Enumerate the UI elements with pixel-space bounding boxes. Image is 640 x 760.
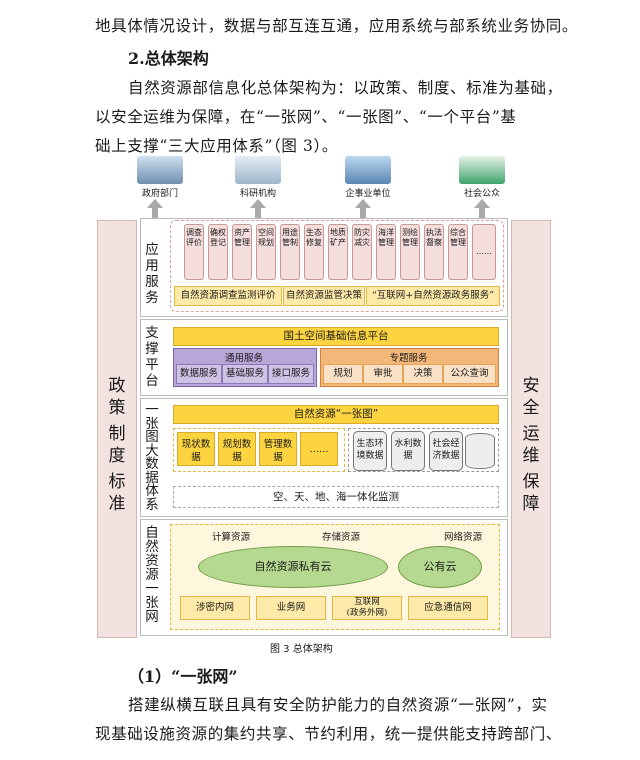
special-service: 决策 (403, 364, 443, 384)
app-tile: 资产管理 (232, 224, 252, 280)
paragraph-line: 础上支撑“三大应用体系”（图 3）。 (95, 137, 338, 155)
pillar-char: 策 (108, 398, 126, 418)
pillar-char: 准 (108, 494, 126, 514)
network-tile: 互联网 (政务外网) (332, 596, 402, 620)
paragraph-line: 搭建纵横互联且具有安全防护能力的自然资源“一张网”，实 (128, 696, 548, 714)
app-tile: 确权登记 (208, 224, 228, 280)
pillar-char: 标 (108, 472, 126, 492)
data-tile: 管理数据 (259, 432, 297, 466)
app-tile: 调查评价 (184, 224, 204, 280)
app-tile: 测绘管理 (400, 224, 420, 280)
network-tile: 业务网 (256, 596, 326, 620)
app-tile: …… (472, 224, 496, 280)
user-enterprise: 企事业单位 (323, 156, 413, 199)
external-data-tile: 水利数据 (391, 431, 425, 471)
app-tile: 地质矿产 (328, 224, 348, 280)
general-services-title: 通用服务 (224, 353, 263, 364)
policy-standards-pillar: 政 策 制 度 标 准 (97, 220, 137, 638)
section-heading: 2.总体架构 (128, 49, 209, 68)
system-bar: 自然资源调查监测评价 (174, 286, 282, 306)
private-cloud-icon: 自然资源私有云 (198, 546, 388, 588)
user-public: 社会公众 (437, 156, 527, 199)
user-label: 社会公众 (463, 189, 500, 199)
office-building-icon (345, 156, 391, 184)
crowd-icon (459, 156, 505, 184)
paragraph-line: 自然资源部信息化总体架构为：以政策、制度、标准为基础， (128, 79, 563, 97)
government-building-icon (137, 156, 183, 184)
platform-title: 国土空间基础信息平台 (173, 327, 499, 346)
data-tile: 现状数据 (177, 432, 215, 466)
data-tile: 规划数据 (218, 432, 256, 466)
resource-label: 网络资源 (444, 532, 483, 543)
app-tile: 空间规划 (256, 224, 276, 280)
app-tile: 执法督察 (424, 224, 444, 280)
scientist-icon (235, 156, 281, 184)
core-data-group (173, 428, 345, 472)
user-research: 科研机构 (213, 156, 303, 199)
resource-label: 存储资源 (322, 532, 361, 543)
user-label: 政府部门 (141, 189, 178, 199)
paragraph-line: 现基础设施资源的集约共享、节约利用，统一提供能支持跨部门、 (95, 725, 562, 743)
pillar-char: 全 (522, 398, 540, 418)
external-data-tile: 生态环境数据 (353, 431, 387, 471)
security-ops-pillar: 安 全 运 维 保 障 (511, 220, 551, 638)
network-tile: 涉密内网 (180, 596, 250, 620)
app-tile: 生态修复 (304, 224, 324, 280)
app-tile: 海洋管理 (376, 224, 396, 280)
figure-caption: 图 3 总体架构 (270, 644, 333, 655)
paragraph-line: 地具体情况设计，数据与部互连互通，应用系统与部系统业务协同。 (95, 17, 579, 35)
special-service: 审批 (363, 364, 403, 384)
pillar-char: 维 (522, 446, 540, 466)
layer-name: 应用 服务 (145, 242, 159, 306)
general-service: 数据服务 (176, 364, 222, 384)
subheading: （1）“一张网” (128, 667, 238, 686)
general-service: 基础服务 (222, 364, 268, 384)
database-icon (465, 433, 495, 469)
external-data-group (348, 428, 499, 472)
pillar-char: 制 (108, 424, 126, 444)
pillar-char: 政 (108, 376, 126, 396)
general-service: 接口服务 (268, 364, 314, 384)
app-tile: 防灾减灾 (352, 224, 372, 280)
pillar-char: 障 (522, 494, 540, 514)
pillar-char: 保 (522, 472, 540, 492)
public-cloud-icon: 公有云 (398, 546, 482, 588)
paragraph-line: 以安全运维为保障，在“一张网”、“一张图”、“一个平台”基 (95, 108, 517, 126)
resource-label: 计算资源 (212, 532, 251, 543)
system-bar: 自然资源监管决策 (283, 286, 365, 306)
app-tile: 用途管制 (280, 224, 300, 280)
special-service: 规划 (323, 364, 363, 384)
one-map-title: 自然资源“一张图” (173, 405, 499, 424)
external-data-tile: 社会经济数据 (429, 431, 463, 471)
app-tile: 综合管理 (448, 224, 468, 280)
system-bar: “互联网+自然资源政务服务” (366, 286, 500, 306)
user-label: 科研机构 (239, 189, 276, 199)
special-services-title: 专题服务 (389, 353, 428, 364)
network-tile: 应急通信网 (408, 596, 488, 620)
monitoring-bar: 空、天、地、海一体化监测 (173, 486, 499, 508)
layer-name: 自然 资源 一张 网 (145, 525, 159, 625)
pillar-char: 运 (522, 424, 540, 444)
special-service: 公众查询 (443, 364, 496, 384)
user-label: 企事业单位 (345, 189, 391, 199)
layer-name: 一张 图大 数据 体系 (145, 402, 159, 513)
user-gov: 政府部门 (115, 156, 205, 199)
data-tile: …… (300, 432, 338, 466)
pillar-char: 安 (522, 376, 540, 396)
layer-name: 支撑 平台 (145, 325, 159, 389)
pillar-char: 度 (108, 446, 126, 466)
